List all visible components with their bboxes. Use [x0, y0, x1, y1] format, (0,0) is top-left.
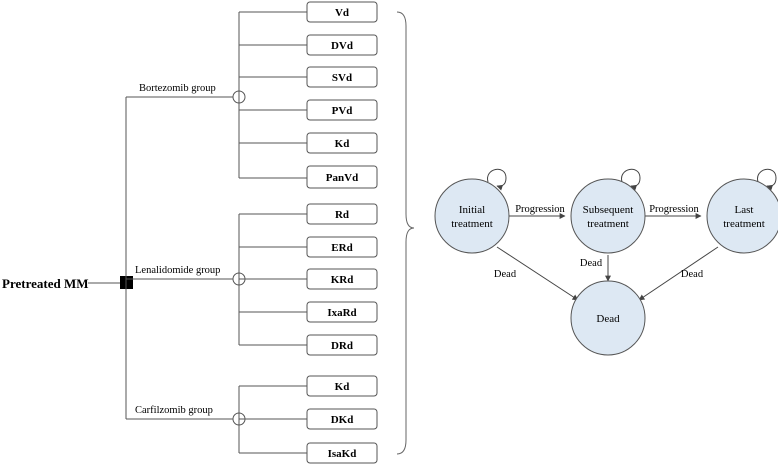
treatment-box-erd [306, 236, 378, 258]
transition-label-dead-3: Dead [681, 269, 704, 280]
markov-model: Progression Progression Dead Dead Dead I… [434, 168, 778, 356]
treatment-box-kd-carfilzomib [306, 375, 378, 397]
treatment-box-panvd [306, 165, 378, 189]
transition-label-dead-1: Dead [494, 269, 517, 280]
treatment-label: IsaKd [328, 448, 357, 460]
treatment-label: SVd [332, 72, 352, 84]
state-initial-treatment [434, 178, 510, 254]
root-label: Pretreated MM [2, 276, 89, 291]
group-lenalidomide: Lenalidomide group Rd ERd KRd IxaRd DRd [126, 203, 378, 356]
state-label-last-line2: treatment [723, 218, 765, 230]
treatment-box-drd [306, 334, 378, 356]
group-label-lenalidomide: Lenalidomide group [135, 265, 220, 276]
treatment-label: DRd [331, 340, 353, 352]
treatment-box-svd [306, 66, 378, 88]
treatment-box-isakd [306, 442, 378, 464]
treatment-label: Vd [335, 7, 349, 19]
curly-brace [396, 11, 415, 455]
treatment-box-dvd [306, 34, 378, 56]
self-loop-last [757, 168, 777, 191]
self-loop-subsequent [621, 168, 641, 191]
group-label-carfilzomib: Carfilzomib group [135, 405, 213, 416]
transition-label-dead-2: Dead [580, 258, 603, 269]
treatment-label: PanVd [326, 172, 358, 184]
treatment-box-krd [306, 268, 378, 290]
treatment-label: PVd [332, 105, 353, 117]
arrow-last-to-dead [638, 246, 719, 301]
state-label-initial-line2: treatment [451, 218, 493, 230]
state-label-dead: Dead [596, 313, 620, 325]
treatment-box-pvd [306, 99, 378, 121]
treatment-box-rd [306, 203, 378, 225]
treatment-label: Kd [335, 138, 350, 150]
group-label-bortezomib: Bortezomib group [139, 83, 216, 94]
transition-label-progression-2: Progression [649, 204, 699, 215]
treatment-label: DVd [331, 40, 353, 52]
treatment-label: KRd [331, 274, 354, 286]
transition-label-progression-1: Progression [515, 204, 565, 215]
treatment-box-dkd [306, 408, 378, 430]
state-dead [570, 280, 646, 356]
state-label-subsequent-line2: treatment [587, 218, 629, 230]
treatment-box-vd [306, 1, 378, 23]
treatment-box-ixard [306, 301, 378, 323]
group-carfilzomib: Carfilzomib group Kd DKd IsaKd [126, 375, 378, 464]
state-last-treatment [706, 178, 778, 254]
treatment-label: Kd [335, 381, 350, 393]
self-loop-initial [487, 168, 507, 191]
treatment-label: IxaRd [327, 307, 356, 319]
state-label-initial-line1: Initial [459, 204, 485, 216]
treatment-label: DKd [331, 414, 354, 426]
arrow-initial-to-dead [496, 246, 579, 301]
state-label-subsequent-line1: Subsequent [583, 204, 634, 216]
group-bortezomib: Bortezomib group Vd DVd SVd PVd Kd PanVd [126, 1, 378, 189]
treatment-label: ERd [331, 242, 352, 254]
state-label-last-line1: Last [735, 204, 754, 216]
state-subsequent-treatment [570, 178, 646, 254]
treatment-label: Rd [335, 209, 349, 221]
treatment-box-kd [306, 132, 378, 154]
